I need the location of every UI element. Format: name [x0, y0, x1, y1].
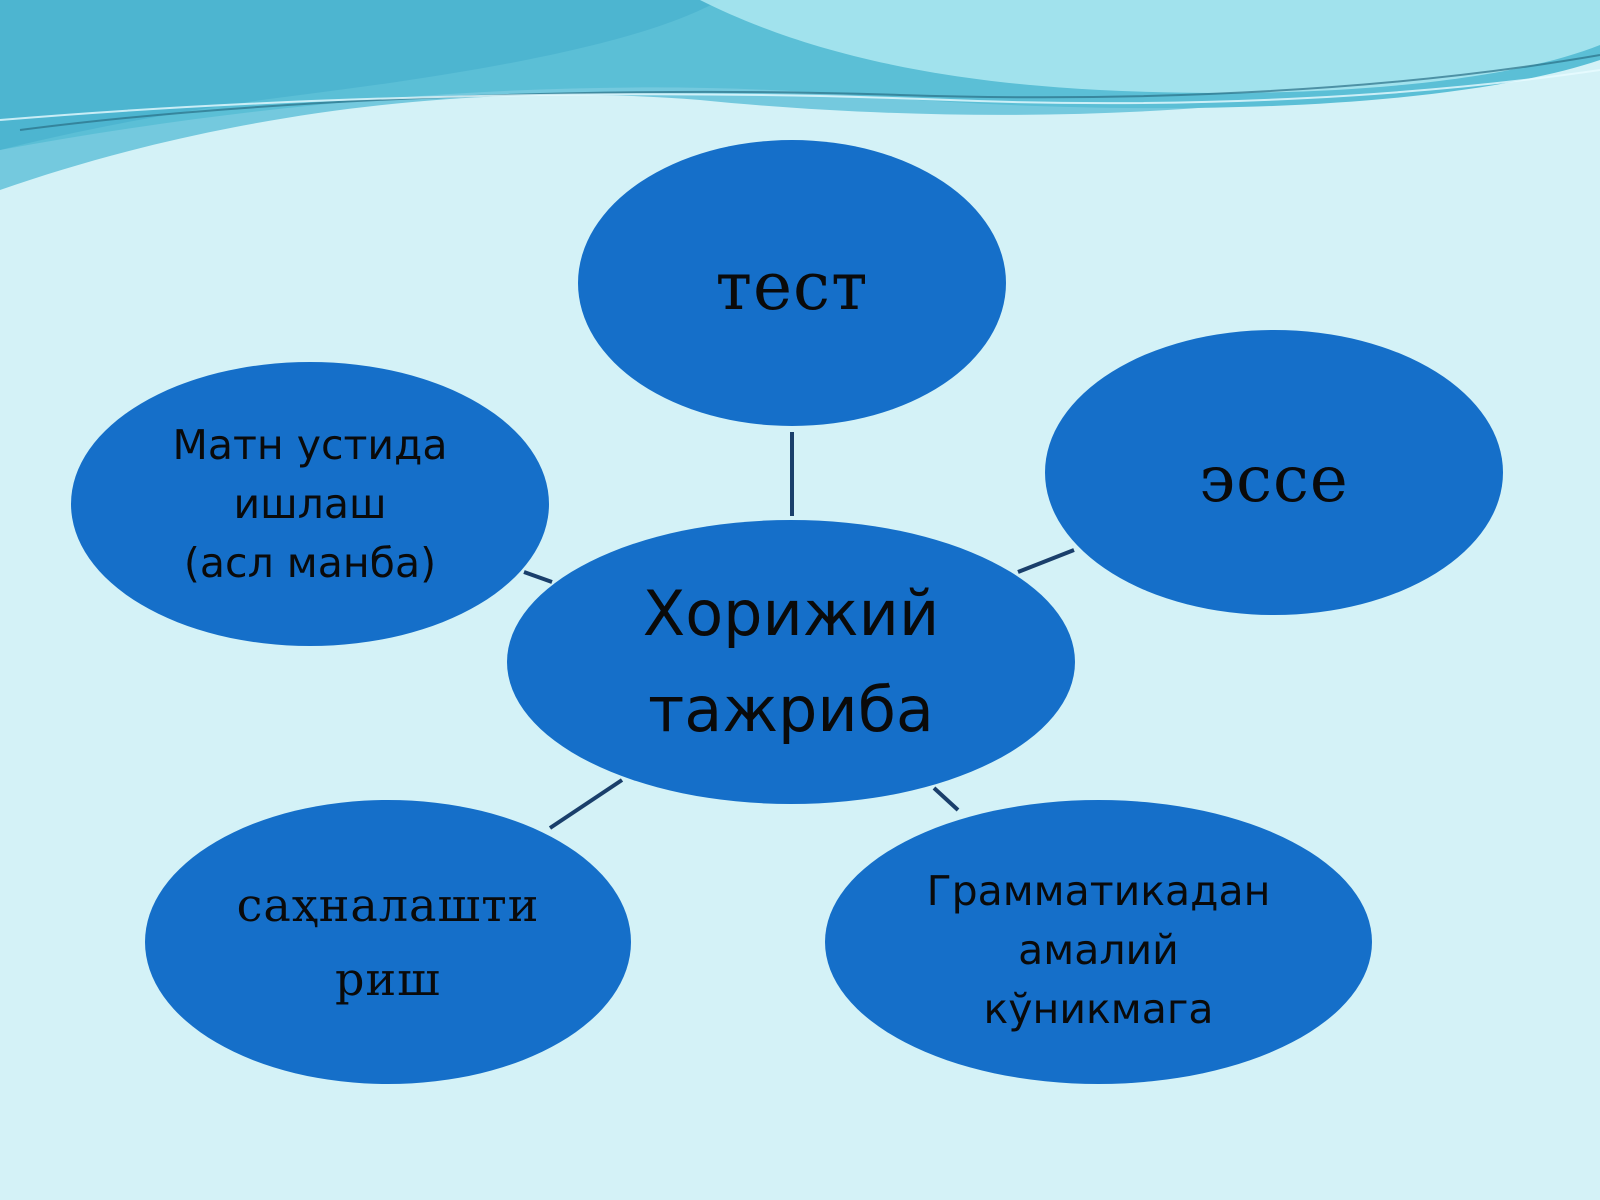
- connector-left: [523, 570, 553, 584]
- header-wave-decoration: [0, 0, 1600, 190]
- node-text-work-label: Матн устида ишлаш (асл манба): [172, 420, 448, 587]
- node-esse: эссе: [1045, 330, 1503, 615]
- node-staging: саҳналашти риш: [145, 800, 631, 1084]
- node-staging-label: саҳналашти риш: [236, 878, 540, 1006]
- node-text-work: Матн устида ишлаш (асл манба): [71, 362, 549, 646]
- node-center: Хорижий тажриба: [507, 520, 1075, 804]
- connector-right: [1017, 548, 1075, 574]
- node-test: тест: [578, 140, 1006, 426]
- connector-bottom-left: [548, 778, 624, 830]
- node-test-label: тест: [715, 248, 869, 325]
- node-center-label: Хорижий тажриба: [642, 577, 940, 746]
- node-esse-label: эссе: [1199, 442, 1349, 517]
- node-grammar-skills-label: Грамматикадан амалий кўникмага: [926, 866, 1271, 1033]
- connector-bottom-right: [932, 786, 960, 812]
- node-grammar-skills: Грамматикадан амалий кўникмага: [825, 800, 1372, 1084]
